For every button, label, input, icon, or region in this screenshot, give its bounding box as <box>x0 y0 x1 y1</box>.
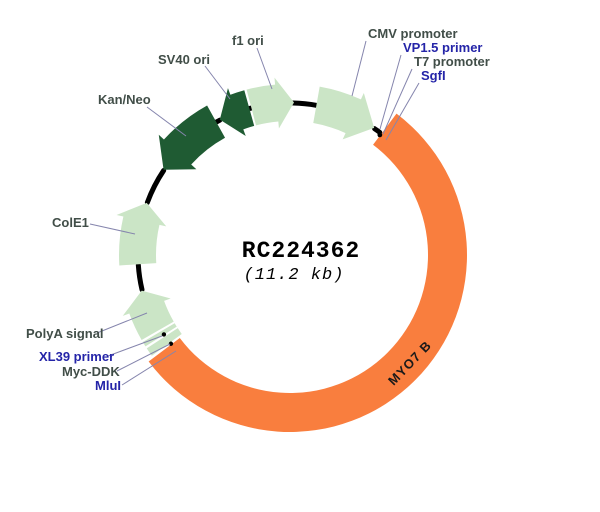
feature-xl39-region <box>142 323 177 347</box>
backbone-segment <box>144 167 167 206</box>
feature-myc-ddk <box>146 328 182 356</box>
leader-line-cole1 <box>89 223 136 235</box>
site-tick-dot <box>168 341 174 346</box>
leader-line-vp15-primer <box>379 54 402 130</box>
label-xl39-primer: XL39 primer <box>39 349 114 364</box>
leader-line-f1-ori <box>256 47 273 90</box>
backbone-segment <box>213 117 223 125</box>
label-sgfi: SgfI <box>421 68 446 83</box>
leader-line-kan-neo <box>146 106 187 137</box>
backbone-segment <box>290 100 320 108</box>
label-t7-promoter: T7 promoter <box>414 54 490 69</box>
feature-sv40-ori <box>219 88 255 136</box>
leader-line-xl39-primer <box>107 335 163 357</box>
feature-cmv-promoter <box>313 86 375 140</box>
leader-line-polya-signal <box>96 312 148 334</box>
label-kan-neo: Kan/Neo <box>98 92 151 107</box>
plasmid-title: RC224362 <box>242 238 360 264</box>
leader-line-sgfi <box>385 82 420 141</box>
label-f1-ori: f1 ori <box>232 33 264 48</box>
label-mlui: MluI <box>95 378 121 393</box>
backbone-segment <box>135 262 145 293</box>
label-vp15-primer: VP1.5 primer <box>403 40 483 55</box>
feature-f1-ori <box>246 77 294 129</box>
leader-line-sv40-ori <box>204 65 231 100</box>
label-sv40-ori: SV40 ori <box>158 52 210 67</box>
label-cole1: ColE1 <box>52 215 89 230</box>
site-tick-dot <box>377 132 383 138</box>
leader-line-t7-promoter <box>382 68 413 135</box>
feature-kan-neo <box>158 105 226 170</box>
feature-cole1 <box>116 202 167 266</box>
leader-line-myc-ddk <box>116 343 171 372</box>
label-myc-ddk: Myc-DDK <box>62 364 120 379</box>
site-tick-dot <box>161 332 167 337</box>
plasmid-size-label: (11.2 kb) <box>244 266 345 285</box>
label-cmv-promoter: CMV promoter <box>368 26 458 41</box>
leader-line-mlui <box>121 350 177 386</box>
feature-polya-signal <box>122 290 174 340</box>
label-polya-signal: PolyA signal <box>26 326 104 341</box>
backbone-segment <box>372 126 383 135</box>
leader-line-cmv-promoter <box>351 40 367 97</box>
